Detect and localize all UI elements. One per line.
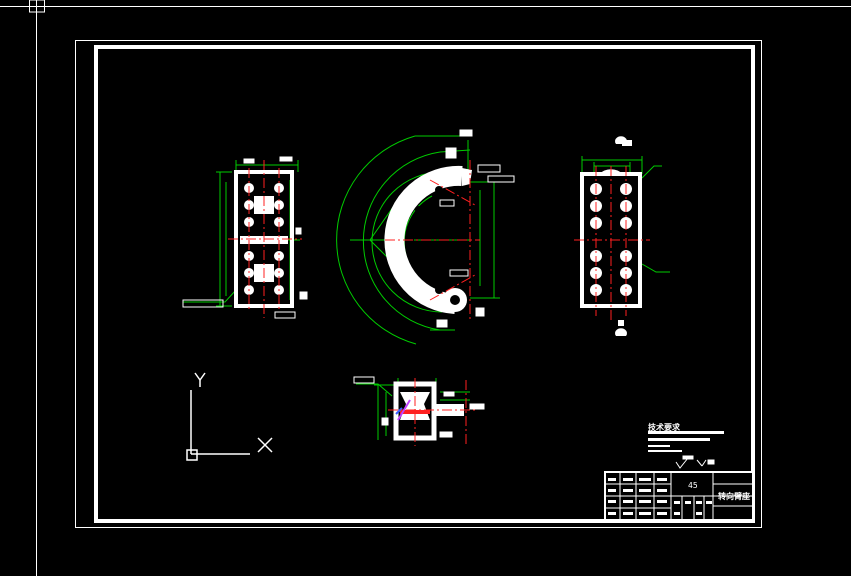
side-view[interactable] xyxy=(574,136,670,336)
technical-requirements: 技术要求 xyxy=(648,422,724,469)
material-field: 45 xyxy=(688,481,698,490)
front-view-dimensions xyxy=(183,160,300,307)
title-block[interactable]: 45 转向臂座 xyxy=(604,471,754,521)
ucs-icon xyxy=(186,372,273,461)
arc-body xyxy=(384,165,463,314)
front-view-tags xyxy=(182,156,308,319)
side-view-tags xyxy=(615,136,632,336)
section-view-tags xyxy=(353,376,485,438)
arc-view-centerlines xyxy=(385,160,480,320)
side-view-centerlines xyxy=(574,166,650,320)
sheet-border xyxy=(75,40,762,528)
arc-view-holes xyxy=(406,186,460,305)
section-view[interactable] xyxy=(353,376,485,446)
ucs-y-axis-label xyxy=(194,372,206,387)
tech-req-title: 技术要求 xyxy=(648,422,681,432)
surface-roughness-symbol xyxy=(675,455,715,469)
arc-view[interactable] xyxy=(336,129,515,345)
front-view-centerlines xyxy=(228,160,302,318)
ucs-x-axis-label xyxy=(257,437,273,453)
arc-view-tags xyxy=(436,129,515,328)
side-view-dimensions xyxy=(581,156,670,273)
front-view[interactable] xyxy=(182,156,308,319)
title-block-fields xyxy=(608,478,712,515)
section-view-centerlines xyxy=(388,378,476,446)
part-name-field: 转向臂座 xyxy=(718,491,750,501)
